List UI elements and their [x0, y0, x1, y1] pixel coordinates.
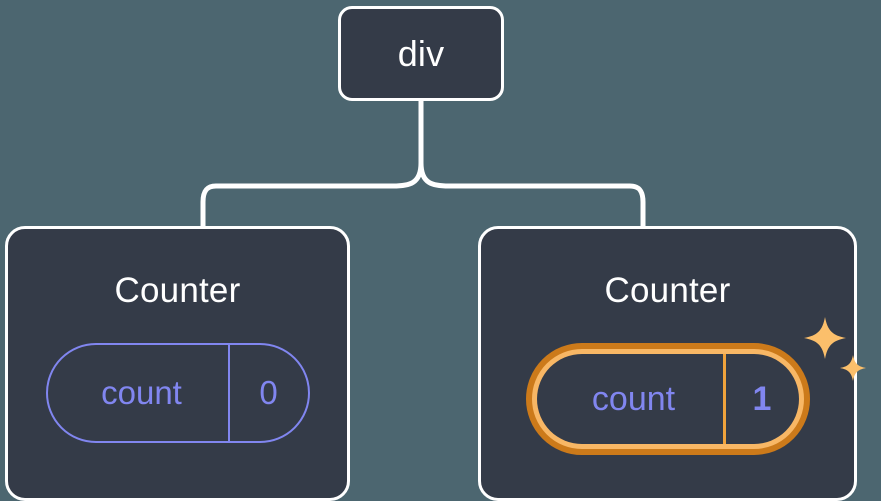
sparkle-small-icon	[839, 355, 866, 381]
prop-value-left: 0	[227, 345, 308, 441]
prop-pill-left-wrap: count 0	[45, 343, 310, 443]
prop-pill-right-inner: count 1	[536, 354, 799, 444]
node-counter-right[interactable]: Counter count 1	[478, 226, 866, 501]
node-counter-left[interactable]: Counter count 0	[5, 226, 350, 501]
prop-pill-left[interactable]: count 0	[45, 343, 310, 443]
wire-to-left-child	[200, 160, 424, 231]
node-counter-left-title: Counter	[114, 271, 241, 310]
prop-pill-right[interactable]: count 1	[525, 343, 810, 455]
prop-value-right: 1	[722, 354, 799, 444]
sparkles-group	[803, 317, 866, 381]
node-div-label: div	[397, 32, 445, 74]
prop-key-left: count	[101, 374, 182, 411]
sparkle-large-icon	[803, 317, 846, 359]
wire-to-right-child	[418, 160, 646, 231]
prop-pill-right-wrap: count 1	[525, 317, 866, 455]
prop-key-right: count	[591, 379, 676, 418]
node-counter-right-title: Counter	[604, 271, 731, 310]
node-div[interactable]: div	[338, 6, 504, 101]
